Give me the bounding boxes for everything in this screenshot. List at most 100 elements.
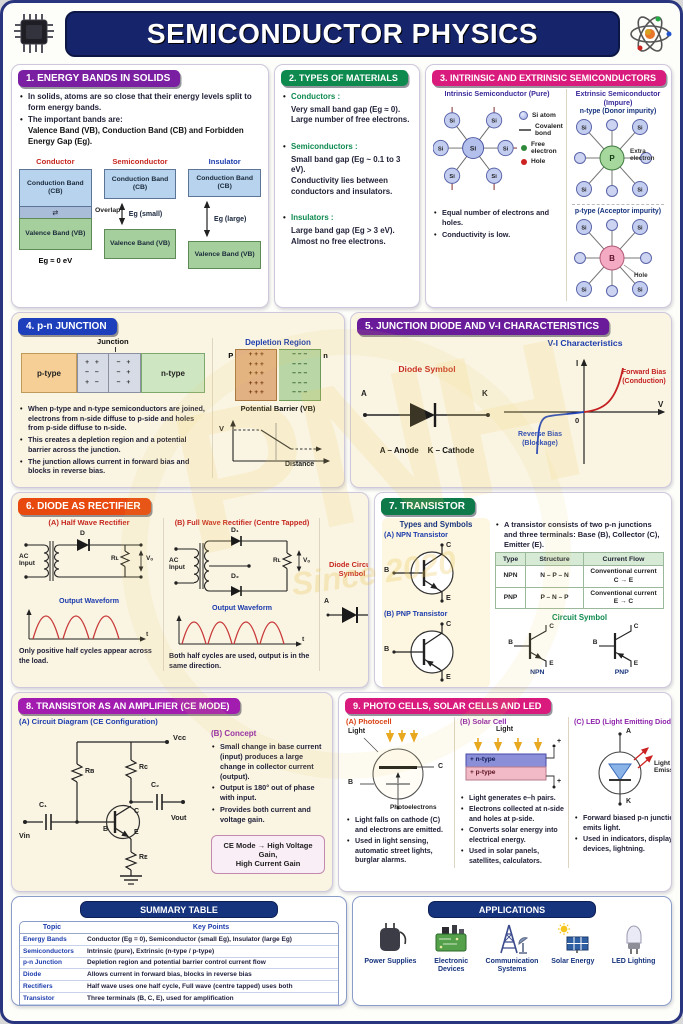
- summary-th-keypoints: Key Points: [84, 922, 338, 934]
- plus-grid: + + + + + + + + + + + + + + +: [235, 349, 278, 401]
- s8-bullet3: Provides both current and voltage gain.: [211, 805, 325, 825]
- full-wave-panel: (B) Full Wave Rectifier (Centre Tapped): [163, 518, 315, 672]
- t-axis-label: t: [146, 631, 149, 638]
- svg-text:Si: Si: [581, 288, 587, 294]
- section8-badge: 8. TRANSISTOR AS AN AMPLIFIER (CE MODE): [18, 698, 240, 714]
- plus-terminal-top: +: [557, 738, 562, 745]
- b-label: B: [103, 826, 109, 833]
- half-wave-circuit: AC Input D Rʟ Vₒ: [19, 529, 159, 593]
- insulator-label: Insulator: [208, 157, 241, 167]
- vo-label: Vₒ: [146, 555, 154, 562]
- full-wave-circuit: AC Input D₁ D₂ Rʟ Vₒ: [169, 527, 315, 601]
- rb-label: Rʙ: [85, 768, 95, 775]
- types-symbols-title: Types and Symbols: [399, 520, 473, 529]
- anode-cathode-caption: A – Anode K – Cathode: [379, 445, 475, 455]
- svg-text:Si: Si: [637, 188, 643, 194]
- power-supply-icon: [380, 923, 407, 951]
- vi-graph: I V 0 Forward Bias (Conduction) Reverse …: [504, 358, 666, 464]
- semi-cb-box: Conduction Band (CB): [103, 169, 177, 200]
- n-type-box: n-type: [141, 353, 205, 393]
- half-wave-waveform: t: [19, 605, 159, 645]
- junction-label: Junction: [97, 337, 129, 346]
- pnp-e-label: E: [446, 672, 451, 681]
- summary-table-card: SUMMARY TABLE Topic Key Points Energy Ba…: [11, 896, 347, 1006]
- semiconductors-line1: Small band gap (Eg ~ 0.1 to 3 eV).: [291, 154, 401, 175]
- depletion-left-box: + + − − + −: [77, 353, 109, 393]
- cathode-label: K: [482, 388, 488, 398]
- origin-label: 0: [575, 416, 579, 425]
- npn-c-label: C: [446, 540, 452, 549]
- pn-left: Junction p-type + + − − + − − + − + − + …: [19, 337, 207, 478]
- section-energy-bands: 1. ENERGY BANDS IN SOLIDS In solids, ato…: [11, 64, 269, 308]
- ac-input-label: AC Input: [19, 553, 35, 568]
- symbol-a-label: A: [324, 598, 330, 605]
- p-type-layer-label: + p-type: [470, 769, 496, 776]
- page-title: SEMICONDUCTOR PHYSICS: [65, 11, 620, 57]
- depletion-region-title: Depletion Region: [245, 338, 311, 347]
- pnp-title: (B) PNP Transistor: [384, 609, 448, 618]
- s2-group-semiconductors: Semiconductors : Small band gap (Eg ~ 0.…: [282, 142, 412, 197]
- photocell-light-label: Light: [348, 728, 366, 735]
- photocell-panel: (A) Photocell: [346, 717, 450, 868]
- concept-panel: (B) Concept Small change in base current…: [211, 717, 325, 888]
- led-panel: (C) LED (Light Emitting Diode): [568, 717, 671, 869]
- section-amplifier: 8. TRANSISTOR AS AN AMPLIFIER (CE MODE) …: [11, 692, 333, 892]
- npn-mini-label: NPN: [530, 669, 545, 677]
- svg-text:Si: Si: [449, 174, 455, 180]
- c2-label: C₂: [151, 782, 160, 789]
- ins-vb-box: Valence Band (VB): [188, 241, 262, 270]
- s4-bullet1: When p-type and n-type semiconductors ar…: [19, 404, 207, 433]
- s8-bullet2: Output is 180° out of phase with input.: [211, 783, 325, 803]
- extrinsic-title: Extrinsic Semiconductor (Impure): [575, 89, 661, 107]
- ptype-title: p-type (Acceptor impurity): [574, 208, 662, 215]
- header: SEMICONDUCTOR PHYSICS: [11, 9, 672, 59]
- section-photocells-led: 9. PHOTO CELLS, SOLAR CELLS AND LED (A) …: [338, 692, 672, 892]
- diode-symbol-panel-2: Diode Circuit Symbol A K: [319, 518, 368, 672]
- half-wave-waveform-title: Output Waveform: [58, 596, 120, 605]
- summary-table-title: SUMMARY TABLE: [79, 901, 279, 918]
- ac-input-label-2: AC Input: [169, 557, 185, 572]
- concept-title: (B) Concept: [211, 729, 257, 738]
- semi-vb-box: Valence Band (VB): [103, 229, 177, 260]
- intrinsic-legend: Si atom Covalent bond Free electron Hole: [519, 100, 563, 198]
- band-insulator: Insulator Conduction Band (CB) Eg (large…: [188, 157, 262, 270]
- intrinsic-title: Intrinsic Semiconductor (Pure): [444, 89, 550, 98]
- app-led-lighting: LED Lighting: [604, 922, 664, 966]
- free-electron-icon: [521, 144, 527, 151]
- s1-bullet2: The important bands are: Valence Band (V…: [19, 115, 261, 147]
- th-current-flow: Current Flow: [583, 552, 664, 567]
- phosphorus-label: P: [609, 154, 615, 163]
- si-center-label: Si: [470, 145, 476, 152]
- s8-bullet1: Small change in base current (input) pro…: [211, 742, 325, 781]
- svg-text:Si: Si: [637, 226, 643, 232]
- rc-label: Rᴄ: [139, 764, 148, 771]
- vin-label: Vin: [19, 831, 31, 840]
- photocell-title: (A) Photocell: [346, 717, 392, 726]
- s1-bullet2-intro: The important bands are:: [28, 115, 123, 125]
- ce-mode-box: CE Mode → High Voltage Gain, High Curren…: [211, 834, 325, 874]
- c-label: C: [134, 808, 140, 815]
- th-structure: Structure: [525, 552, 584, 567]
- s2-group-conductors: Conductors : Very small band gap (Eg ≈ 0…: [282, 92, 412, 126]
- npn-b-label: B: [384, 565, 390, 574]
- app-solar-energy: Solar Energy: [543, 922, 603, 966]
- svg-text:(Conduction): (Conduction): [622, 378, 666, 385]
- vi-title: V-I Characteristics: [547, 338, 623, 348]
- diode-circuit-symbol-title: Diode Circuit Symbol: [329, 560, 368, 578]
- depletion-right-box: − + − + − +: [109, 353, 141, 393]
- semiconductor-label: Semiconductor: [112, 157, 168, 167]
- vi-panel: V-I Characteristics I V 0 Forward Bias (…: [496, 338, 671, 470]
- ntype-title: n-type (Donor impurity): [579, 108, 657, 115]
- solar-cell-panel: (B) Solar Cell: [454, 717, 564, 869]
- s4-bullet2: This creates a depletion region and a po…: [19, 435, 207, 454]
- rl-label: Rʟ: [111, 555, 119, 562]
- covalent-bond-icon: [519, 129, 531, 132]
- extrinsic-panel: Extrinsic Semiconductor (Impure) n-type …: [566, 89, 664, 301]
- insulators-line2: Almost no free electrons.: [291, 236, 386, 246]
- si-atom-icon: [519, 111, 528, 120]
- semiconductors-line2: Conductivity lies between conductors and…: [291, 176, 393, 196]
